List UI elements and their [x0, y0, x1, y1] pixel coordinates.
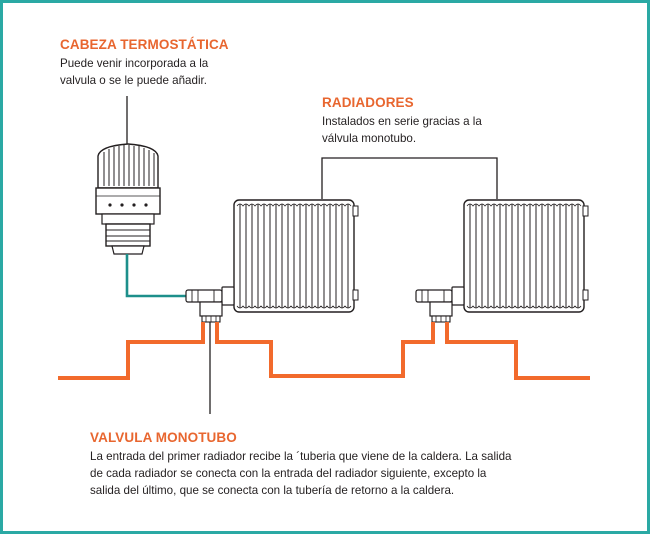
radiadores-line-2: válvula monotubo.: [322, 132, 417, 145]
radiator-1-icon: [233, 199, 359, 313]
cabeza-line-2: valvula o se le puede añadir.: [60, 74, 207, 87]
radiator-2-icon: [463, 199, 589, 313]
thermostatic-head-icon: [95, 143, 161, 255]
cabeza-title: CABEZA TERMOSTÁTICA: [60, 37, 229, 52]
pipe-series-link: [215, 322, 435, 378]
radiadores-line-1: Instalados en serie gracias a la: [322, 115, 482, 128]
pipe-supply: [58, 322, 205, 380]
pipe-return: [445, 322, 590, 380]
monotube-valve-1-icon: [185, 286, 235, 323]
valvula-line-3: salida del último, que se conecta con la…: [90, 484, 455, 497]
valvula-line-1: La entrada del primer radiador recibe la…: [90, 450, 512, 463]
radiadores-bracket: [321, 157, 498, 199]
valvula-title: VALVULA MONOTUBO: [90, 430, 237, 445]
valvula-line-2: de cada radiador se conecta con la entra…: [90, 467, 487, 480]
sensor-capillary: [125, 254, 186, 298]
monotube-valve-2-icon: [415, 286, 465, 323]
radiadores-title: RADIADORES: [322, 95, 414, 110]
cabeza-line-1: Puede venir incorporada a la: [60, 57, 209, 70]
